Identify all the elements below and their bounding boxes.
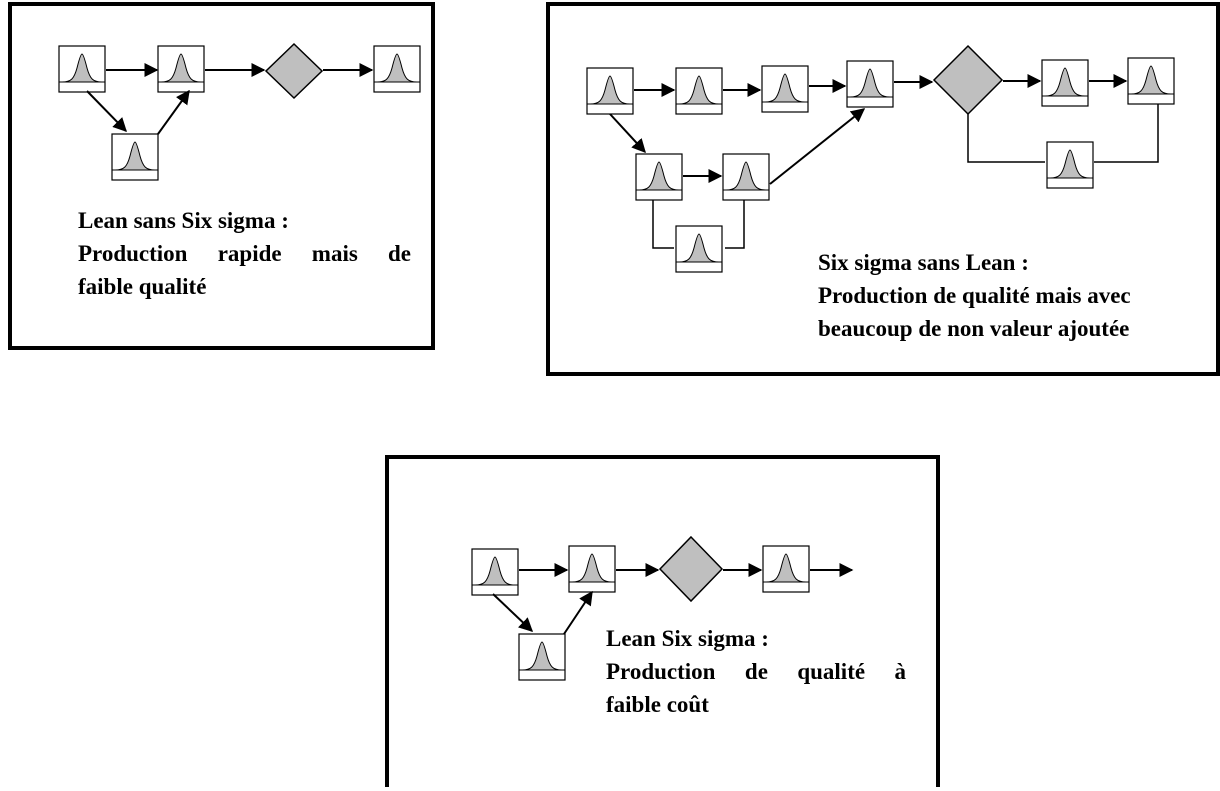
process-step-4 (373, 45, 421, 93)
loop-rework-left (967, 114, 1045, 163)
caption-word: mais (311, 241, 358, 266)
loop-lower-right (725, 200, 745, 249)
process-step-2 (568, 545, 616, 593)
caption-title: Lean sans Six sigma : (78, 208, 289, 233)
process-step-1 (586, 67, 634, 115)
decision-diamond (932, 44, 1004, 116)
arrow-1-3 (86, 90, 127, 133)
arrow-3-2 (157, 89, 190, 135)
process-step-2 (675, 67, 723, 115)
process-step-9 (1127, 57, 1175, 105)
caption-word: rapide (217, 241, 282, 266)
caption-title: Lean Six sigma : (606, 626, 769, 651)
caption-word: qualité (797, 659, 866, 684)
flow-diagram-3 (471, 535, 854, 681)
process-step-7 (675, 225, 723, 273)
process-step-3 (518, 633, 566, 681)
caption-line-1: Production de qualité à (606, 655, 906, 688)
caption-word: de (744, 659, 768, 684)
flow-diagram-1 (58, 42, 421, 181)
caption-line-2: faible coût (606, 692, 709, 717)
caption-word: à (894, 659, 906, 684)
loop-rework-right (1094, 104, 1159, 163)
caption-word: Production (78, 241, 188, 266)
caption-panel-3: Lean Six sigma : Production de qualité à… (606, 622, 906, 721)
caption-line-2: beaucoup de non valeur ajoutée (818, 316, 1130, 341)
arrow-1-5 (609, 113, 646, 154)
process-step-4 (762, 545, 810, 593)
caption-line-1: Production de qualité mais avec (818, 283, 1131, 308)
panel-lean-without-six-sigma: Lean sans Six sigma : Production rapide … (8, 2, 435, 350)
caption-word: de (387, 241, 411, 266)
process-step-4 (846, 60, 894, 108)
decision-diamond (264, 42, 324, 100)
arrow-1-3 (492, 593, 534, 632)
arrow-6-4 (769, 108, 866, 185)
process-step-5 (635, 153, 683, 201)
process-step-3 (761, 65, 809, 113)
process-step-1 (471, 548, 519, 596)
arrow-3-2 (563, 590, 593, 635)
caption-panel-1: Lean sans Six sigma : Production rapide … (78, 204, 411, 303)
caption-word: Production (606, 659, 716, 684)
flow-diagram-2 (586, 44, 1175, 273)
caption-line-1: Production rapide mais de (78, 237, 411, 270)
process-step-6 (722, 153, 770, 201)
caption-panel-2: Six sigma sans Lean : Production de qual… (818, 246, 1198, 345)
process-step-1 (58, 45, 106, 93)
decision-diamond (658, 535, 724, 603)
loop-lower-left (652, 200, 674, 249)
panel-lean-six-sigma: Lean Six sigma : Production de qualité à… (385, 455, 940, 787)
process-step-3 (111, 133, 159, 181)
panel-six-sigma-without-lean: Six sigma sans Lean : Production de qual… (546, 2, 1220, 376)
caption-title: Six sigma sans Lean : (818, 250, 1029, 275)
process-step-8 (1041, 59, 1089, 107)
process-step-10 (1046, 141, 1094, 189)
caption-line-2: faible qualité (78, 274, 207, 299)
process-step-2 (157, 45, 205, 93)
